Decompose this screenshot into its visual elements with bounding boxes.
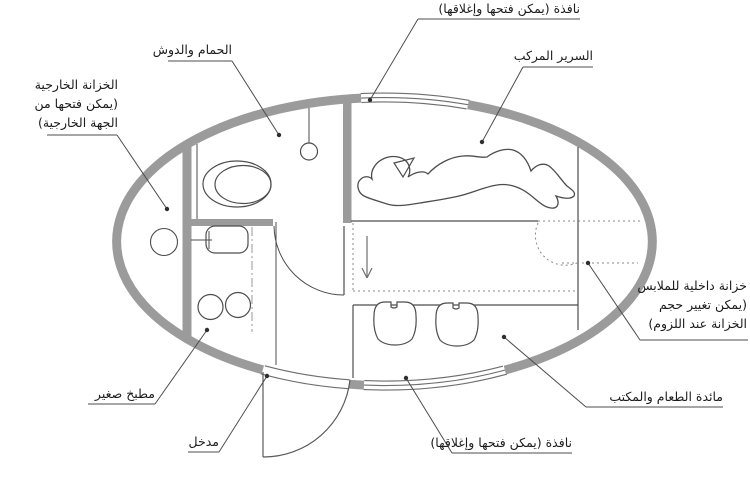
dot-window-top — [367, 97, 373, 103]
wardrobe-swing-arc-dotted — [534, 222, 580, 266]
label-kitchen: مطبخ صغير — [95, 386, 155, 402]
dot-entrance — [264, 373, 270, 379]
chair-right — [435, 302, 479, 347]
entrance — [260, 365, 350, 390]
label-table-text: مائدة الطعام والمكتب — [609, 389, 723, 404]
wall-bathroom-bed-divider — [343, 101, 352, 223]
leader-bed — [481, 66, 524, 143]
label-wardrobe: خزانة داخلية للملابس (يمكن تغيير حجم الخ… — [637, 276, 747, 333]
toilet-bowl — [214, 164, 272, 205]
leader-lines — [47, 18, 748, 454]
label-window-top-text: نافذة (يمكن فتحها وإغلاقها) — [438, 1, 580, 16]
leader-window-top — [369, 18, 419, 101]
chair-left — [373, 301, 417, 346]
window-bottom-outer-line — [363, 373, 508, 391]
table-zone — [352, 301, 578, 378]
label-entrance-text: مدخل — [188, 434, 219, 449]
label-bathroom-text: الحمام والدوش — [152, 42, 232, 57]
label-external-cabinet: الخزانة الخارجية (يمكن فتحها من الجهة ال… — [34, 75, 118, 132]
window-bottom — [363, 365, 508, 391]
label-external-cabinet-line1: الخزانة الخارجية — [34, 77, 118, 92]
leader-window-bottom — [405, 377, 453, 454]
external-cabinet-fixture — [149, 227, 179, 257]
entrance-threshold-inner — [264, 365, 350, 381]
label-window-bottom-text: نافذة (يمكن فتحها وإغلاقها) — [430, 435, 572, 450]
wall-external-cabinet-divider — [182, 146, 192, 336]
interior-walls — [182, 101, 352, 336]
label-kitchen-text: مطبخ صغير — [94, 386, 155, 401]
leader-external-cabinet — [116, 134, 168, 210]
dot-bathroom — [276, 132, 282, 138]
entrance-door — [262, 372, 351, 458]
label-bed-text: السرير المركب — [513, 48, 593, 63]
window-top-inner-line — [361, 101, 467, 110]
leader-kitchen — [154, 329, 208, 405]
wall-bathroom-south — [191, 219, 273, 226]
bathroom-door-swing-arc — [273, 225, 345, 296]
label-table: مائدة الطعام والمكتب — [609, 389, 723, 405]
leader-dots — [164, 97, 591, 381]
wall-segment-left — [112, 93, 362, 375]
label-entrance: مدخل — [189, 434, 219, 450]
label-bathroom: الحمام والدوش — [153, 42, 232, 58]
window-top — [360, 92, 470, 110]
shower-head — [299, 142, 319, 161]
window-bottom-inner-line — [364, 365, 504, 382]
label-bed: السرير المركب — [514, 48, 593, 64]
kitchen-zone — [191, 222, 277, 365]
label-wardrobe-line3: الخزانة عند اللزوم) — [648, 316, 747, 331]
dot-table — [501, 334, 507, 340]
label-wardrobe-line1: خزانة داخلية للملابس — [637, 278, 747, 293]
toilet-outer — [202, 160, 272, 208]
label-external-cabinet-line2: (يمكن فتحها من — [34, 96, 118, 111]
window-top-outer-line — [360, 92, 470, 101]
label-window-bottom: نافذة (يمكن فتحها وإغلاقها) — [430, 435, 572, 451]
leader-table — [503, 336, 587, 408]
entrance-threshold-outer — [260, 373, 349, 390]
fold-direction-arrow — [361, 236, 373, 279]
bed-zone — [351, 147, 640, 330]
dot-external-cabinet — [164, 206, 170, 212]
leader-entrance — [218, 375, 268, 453]
window-bottom-mid-line — [363, 369, 506, 387]
dot-bed — [479, 139, 485, 145]
bathroom-zone — [196, 108, 345, 296]
stove-burner-left — [197, 293, 224, 321]
dot-window-bottom — [403, 375, 409, 381]
stove-burner-right — [224, 291, 252, 319]
dot-kitchen — [204, 327, 210, 333]
dot-wardrobe — [585, 260, 591, 266]
wall-segment-door-post — [348, 379, 365, 390]
label-wardrobe-line2: (يمكن تغيير حجم — [658, 297, 747, 312]
kitchen-sink — [205, 225, 249, 254]
sleeping-person-figure — [357, 148, 576, 209]
label-external-cabinet-line3: الجهة الخارجية) — [37, 115, 118, 130]
label-window-top: نافذة (يمكن فتحها وإغلاقها) — [438, 1, 580, 17]
window-top-mid-line — [361, 97, 469, 106]
person-bent-arm — [393, 157, 416, 179]
leader-wardrobe — [587, 262, 641, 341]
entrance-door-swing-arc — [262, 379, 351, 458]
fold-down-bed — [352, 223, 578, 292]
leader-bathroom — [231, 60, 280, 136]
wardrobe-zone — [534, 222, 638, 266]
wall-segment-right — [467, 100, 657, 375]
